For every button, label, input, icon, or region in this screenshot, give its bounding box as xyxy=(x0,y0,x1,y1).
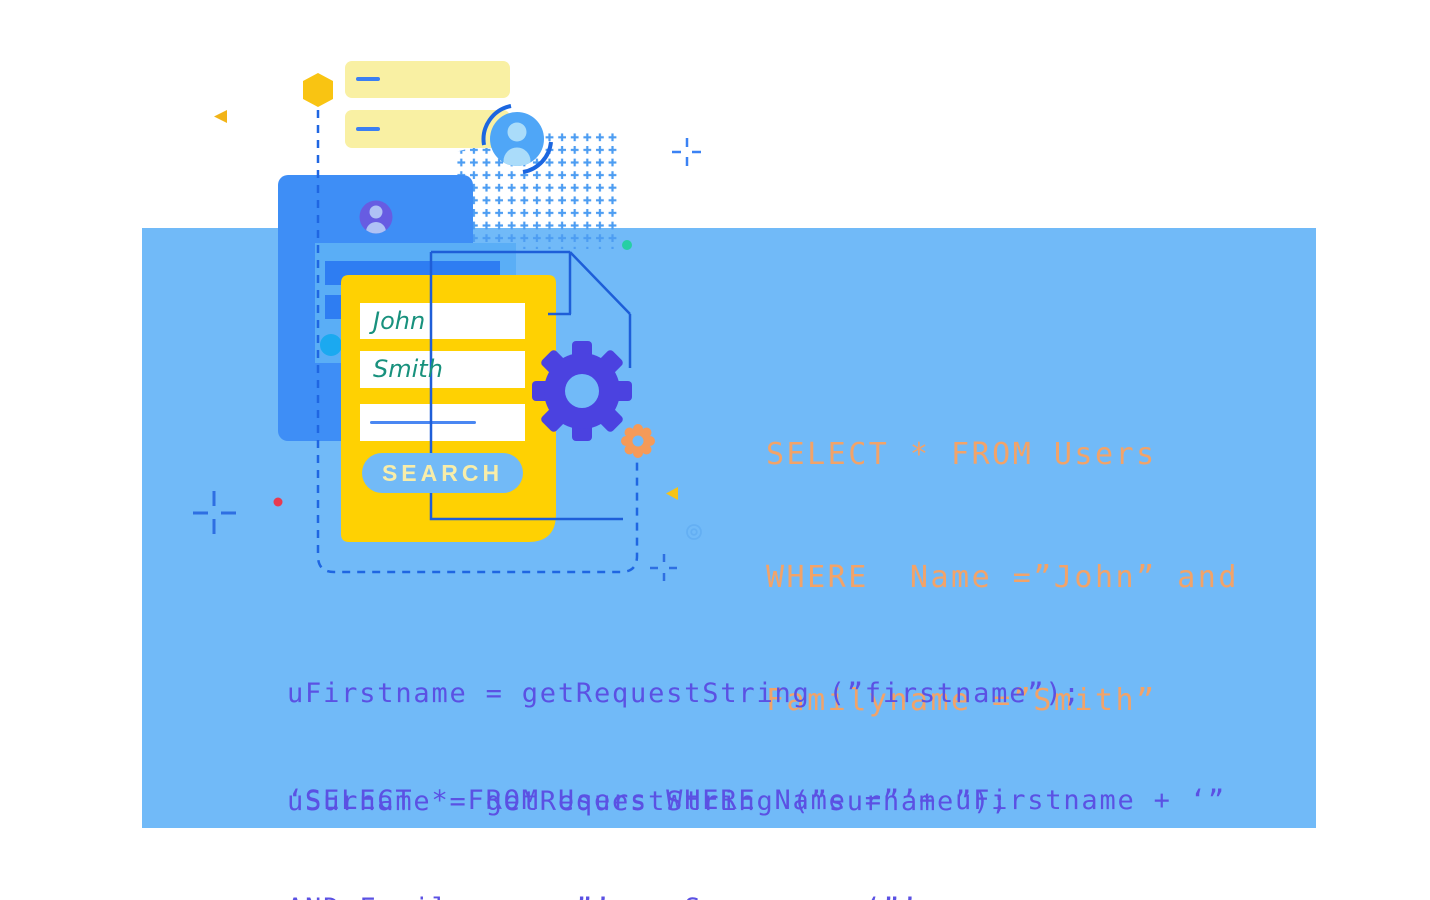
sql-query-line-1: SELECT * FROM Users xyxy=(766,437,1157,472)
concat-code-text: ‘SELECT * FROM Users WHERE Name =”’+ uFi… xyxy=(287,711,1226,900)
red-dot xyxy=(273,497,283,507)
triangle-left-icon xyxy=(214,110,227,123)
sql-query-line-2: WHERE Name =”John” and xyxy=(766,560,1239,595)
concat-code-line-1: ‘SELECT * FROM Users WHERE Name =”’+ uFi… xyxy=(287,785,1226,816)
profile-avatar-icon xyxy=(359,200,393,234)
server-code-text: uFirstname = getRequestString (”firstnam… xyxy=(287,604,1081,892)
first-name-value[interactable]: John xyxy=(373,307,426,335)
input-bar-top xyxy=(345,61,510,98)
search-button-pill[interactable] xyxy=(362,453,523,493)
concat-code-line-2: AND Familyname =”’ + uSurname + ‘”’ xyxy=(287,891,1226,900)
last-name-value[interactable]: Smith xyxy=(373,355,443,383)
hexagon-icon xyxy=(303,73,333,107)
plus-dot-pattern xyxy=(455,131,620,249)
teal-dot xyxy=(622,240,632,250)
document-outline xyxy=(429,250,632,521)
sql-query-line-3: Familyname =”Smith” xyxy=(766,683,1157,718)
crosshair-bottom xyxy=(650,554,677,581)
cyan-dot xyxy=(320,334,342,356)
form-field-cursor-line xyxy=(370,421,476,424)
server-code-line-2: uSurname = getRequestString (”surname”); xyxy=(287,786,1010,817)
form-field-last-name[interactable] xyxy=(360,351,525,388)
sql-query-text: SELECT * FROM Users WHERE Name =”John” a… xyxy=(766,352,1239,803)
dashed-border xyxy=(316,110,639,574)
faint-circle-mark xyxy=(686,524,702,540)
triangle-left-icon-2 xyxy=(666,487,678,500)
crosshair-large xyxy=(193,491,236,534)
search-button[interactable]: SEARCH xyxy=(381,459,504,486)
gear-icon xyxy=(532,341,632,441)
input-bar-bottom xyxy=(345,110,510,148)
server-code-line-1: uFirstname = getRequestString (”firstnam… xyxy=(287,678,1082,709)
mini-gear-icon xyxy=(621,424,655,458)
crosshair-top xyxy=(672,138,701,166)
user-avatar-icon xyxy=(481,104,553,174)
form-field-first-name[interactable] xyxy=(360,303,525,339)
